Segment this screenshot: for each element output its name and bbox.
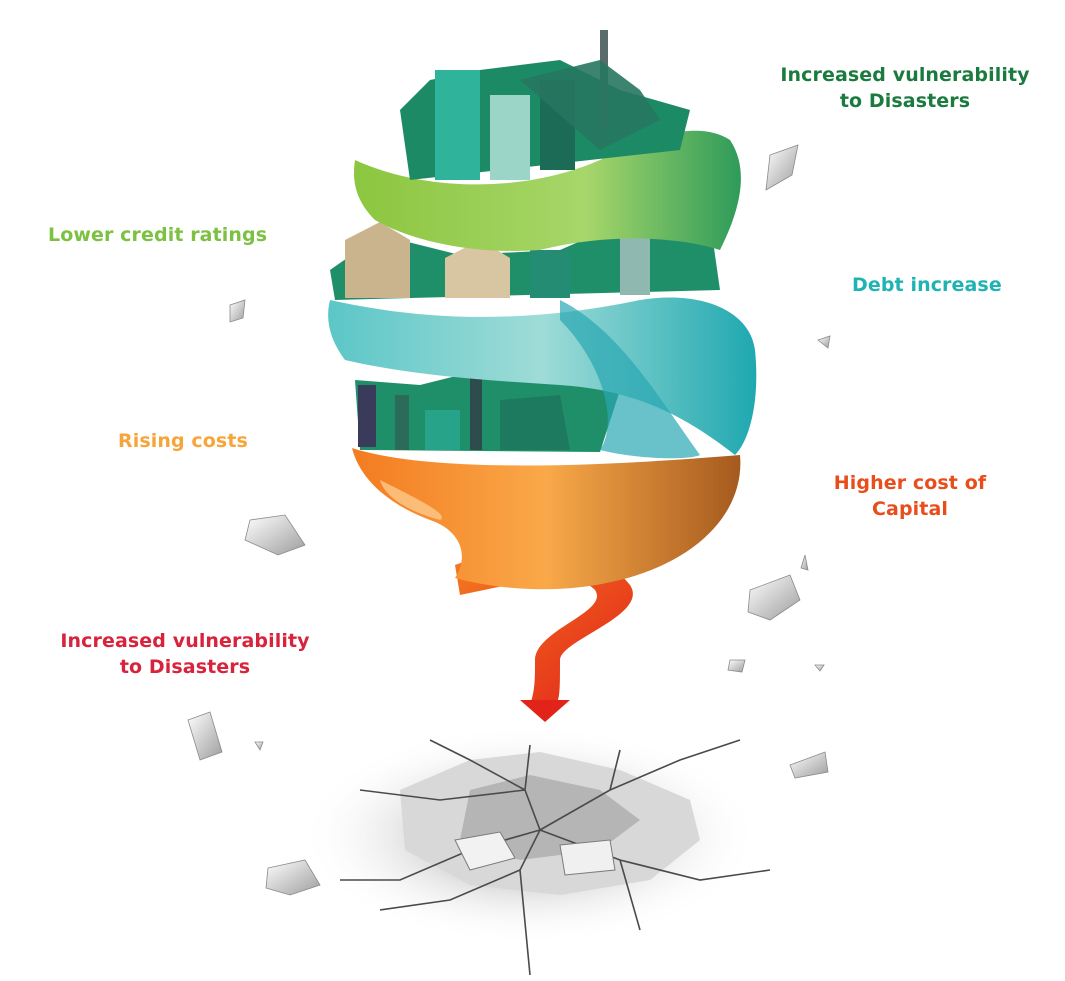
- label-debt-increase: Debt increase: [852, 274, 1002, 296]
- label-rising-costs: Rising costs: [118, 430, 248, 452]
- ground-crater: [300, 725, 771, 976]
- debris-rocks: [187, 144, 831, 896]
- band-teal: [328, 297, 757, 459]
- label-vulnerability-top: Increased vulnerability to Disasters: [780, 64, 1030, 112]
- band-orange: [352, 448, 741, 590]
- label-lower-credit-ratings: Lower credit ratings: [48, 224, 268, 246]
- label-higher-cost-capital: Higher cost of Capital: [833, 472, 987, 520]
- band-green: [354, 130, 741, 251]
- label-vulnerability-bottom: Increased vulnerability to Disasters: [60, 630, 310, 678]
- city-row-1: [400, 30, 690, 180]
